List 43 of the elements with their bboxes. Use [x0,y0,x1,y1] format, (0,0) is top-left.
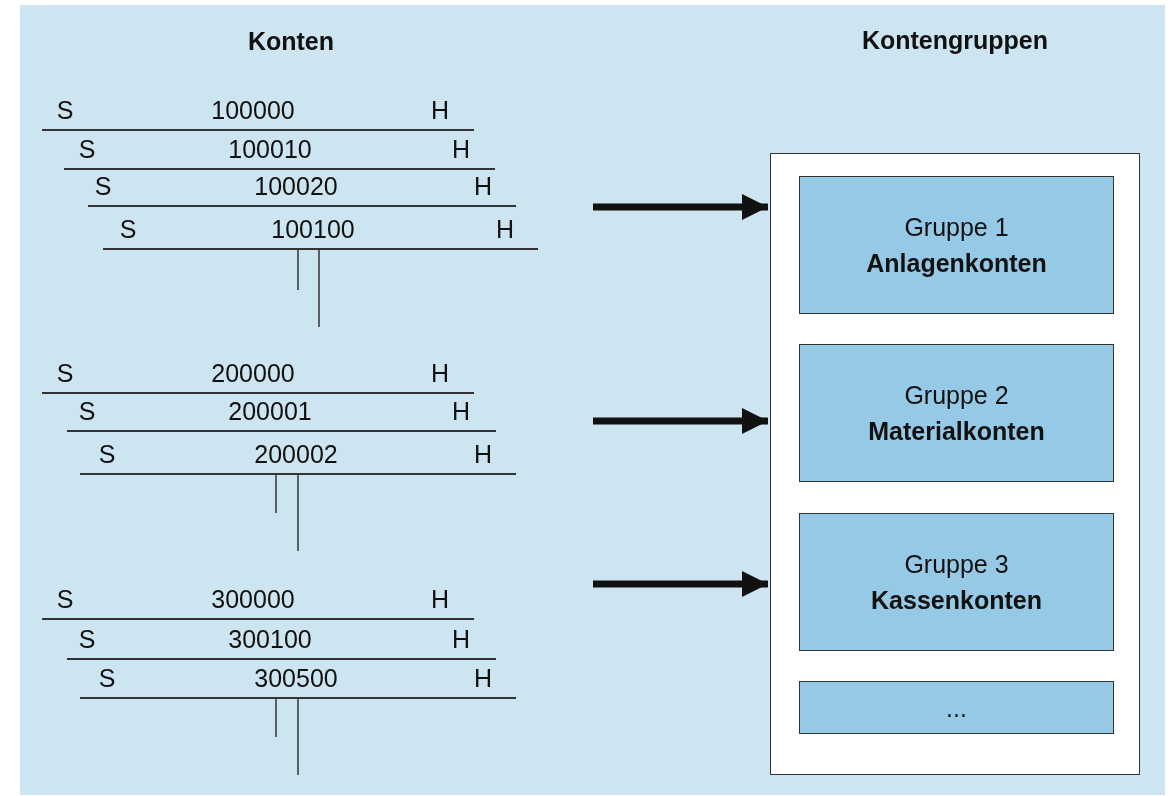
credit-side-label: H [430,95,450,125]
account-number: 200002 [254,439,338,469]
credit-side-label: H [473,171,493,201]
account-number: 200000 [211,358,295,388]
debit-side-label: S [56,584,74,614]
group-name: Anlagenkonten [866,248,1047,279]
debit-side-label: S [78,396,96,426]
debit-side-label: S [98,663,116,693]
credit-side-label: H [495,214,515,244]
credit-side-label: H [451,396,471,426]
group-box [799,344,1114,482]
credit-side-label: H [451,134,471,164]
account-number: 100020 [254,171,338,201]
credit-side-label: H [430,358,450,388]
group-number: ... [946,692,967,724]
debit-side-label: S [78,624,96,654]
group-box [799,513,1114,651]
debit-side-label: S [94,171,112,201]
group-number: Gruppe 2 [904,380,1009,411]
debit-side-label: S [78,134,96,164]
column-heading: Kontengruppen [861,26,1049,55]
account-number: 100010 [228,134,312,164]
account-number: 200001 [228,396,312,426]
group-box [799,681,1114,734]
group-number: Gruppe 3 [904,549,1009,580]
debit-side-label: S [56,358,74,388]
credit-side-label: H [430,584,450,614]
group-number: Gruppe 1 [904,212,1009,243]
debit-side-label: S [98,439,116,469]
debit-side-label: S [119,214,137,244]
group-name: Kassenkonten [871,585,1042,616]
account-number: 300500 [254,663,338,693]
group-name: Materialkonten [868,416,1045,447]
credit-side-label: H [473,439,493,469]
account-number: 300100 [228,624,312,654]
column-heading: Konten [247,27,335,56]
credit-side-label: H [451,624,471,654]
group-box [799,176,1114,314]
account-number: 300000 [211,584,295,614]
credit-side-label: H [473,663,493,693]
account-number: 100100 [271,214,355,244]
debit-side-label: S [56,95,74,125]
account-number: 100000 [211,95,295,125]
